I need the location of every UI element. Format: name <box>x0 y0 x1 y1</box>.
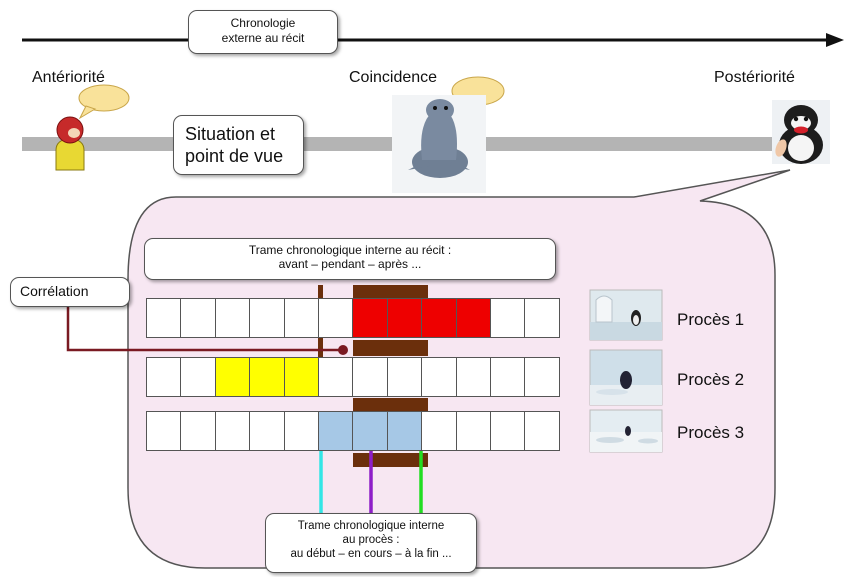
process-internal-box: Trame chronologique interne au procès : … <box>265 513 477 573</box>
process-2-cell-4 <box>249 357 285 397</box>
process-2-cell-3 <box>214 357 251 397</box>
internal-narrative-line-2: avant – pendant – après ... <box>278 257 422 271</box>
process-3-cell-2 <box>180 411 216 451</box>
character-icon <box>55 116 85 171</box>
process-1-cell-6 <box>318 298 354 338</box>
process-3-cell-1 <box>146 411 182 451</box>
situation-line-1: Situation et <box>185 124 276 144</box>
process-2-cell-7 <box>352 357 388 397</box>
correlation-point <box>338 345 348 355</box>
process-3-cell-8 <box>386 411 423 451</box>
process-2-cell-10 <box>455 357 491 397</box>
process-1-cell-4 <box>249 298 285 338</box>
process-2-cell-11 <box>490 357 526 397</box>
external-chronology-line-2: externe au récit <box>221 31 305 45</box>
process-1-cell-12 <box>524 298 560 338</box>
process-1-cell-5 <box>283 298 319 338</box>
process-3-cell-6 <box>318 411 354 451</box>
process-2-cell-9 <box>421 357 457 397</box>
process-2-cell-5 <box>283 357 319 397</box>
process-1-cell-7 <box>352 298 388 338</box>
situation-box: Situation et point de vue <box>173 115 304 175</box>
situation-line-2: point de vue <box>185 146 284 166</box>
process-1-cell-11 <box>490 298 526 338</box>
process-internal-line-3: au début – en cours – à la fin ... <box>290 548 452 560</box>
correlation-label: Corrélation <box>20 283 89 299</box>
process-3-cell-4 <box>249 411 285 451</box>
process-2-cell-8 <box>386 357 423 397</box>
seal-figure-icon <box>392 95 486 193</box>
process-3-cell-10 <box>455 411 491 451</box>
process-3-label: Procès 3 <box>677 423 745 442</box>
coincidence-label: Coincidence <box>349 69 438 86</box>
speech-bubble-anteriority <box>78 84 130 120</box>
process-2-cell-2 <box>180 357 216 397</box>
process-1-cell-3 <box>214 298 251 338</box>
process-3-thumbnail <box>589 409 663 453</box>
correlation-box: Corrélation <box>10 277 130 307</box>
process-1-cell-9 <box>421 298 457 338</box>
posteriority-label: Postériorité <box>714 69 795 86</box>
during-bar-lower <box>353 398 428 411</box>
process-3-cell-12 <box>524 411 560 451</box>
process-2-cell-6 <box>318 357 354 397</box>
process-1-label: Procès 1 <box>677 310 745 329</box>
during-bar-bottom <box>353 453 428 467</box>
during-bar-middle <box>353 340 428 356</box>
correlation-line <box>66 320 340 352</box>
process-1-cell-1 <box>146 298 182 338</box>
process-2-cell-12 <box>524 357 560 397</box>
process-1-cell-10 <box>455 298 491 338</box>
penguin-icon <box>772 100 830 164</box>
process-2-cell-1 <box>146 357 182 397</box>
process-1-cell-2 <box>180 298 216 338</box>
process-1-thumbnail <box>589 289 663 341</box>
process-3-cell-9 <box>421 411 457 451</box>
process-internal-line-1: Trame chronologique interne <box>297 520 445 532</box>
process-internal-line-2: au procès : <box>342 534 400 546</box>
external-chronology-line-1: Chronologie <box>230 16 296 30</box>
external-chronology-box: Chronologie externe au récit <box>188 10 338 54</box>
process-3-cell-5 <box>283 411 319 451</box>
during-bar-top <box>353 285 428 298</box>
internal-narrative-box: Trame chronologique interne au récit : a… <box>144 238 556 280</box>
process-3-cell-7 <box>352 411 388 451</box>
process-2-thumbnail <box>589 349 663 406</box>
anteriority-label: Antériorité <box>32 69 105 86</box>
process-3-cell-3 <box>214 411 251 451</box>
internal-narrative-line-1: Trame chronologique interne au récit : <box>248 243 452 257</box>
process-2-label: Procès 2 <box>677 370 745 389</box>
process-1-cell-8 <box>386 298 423 338</box>
process-3-cell-11 <box>490 411 526 451</box>
external-chronology-arrowhead <box>826 33 844 47</box>
